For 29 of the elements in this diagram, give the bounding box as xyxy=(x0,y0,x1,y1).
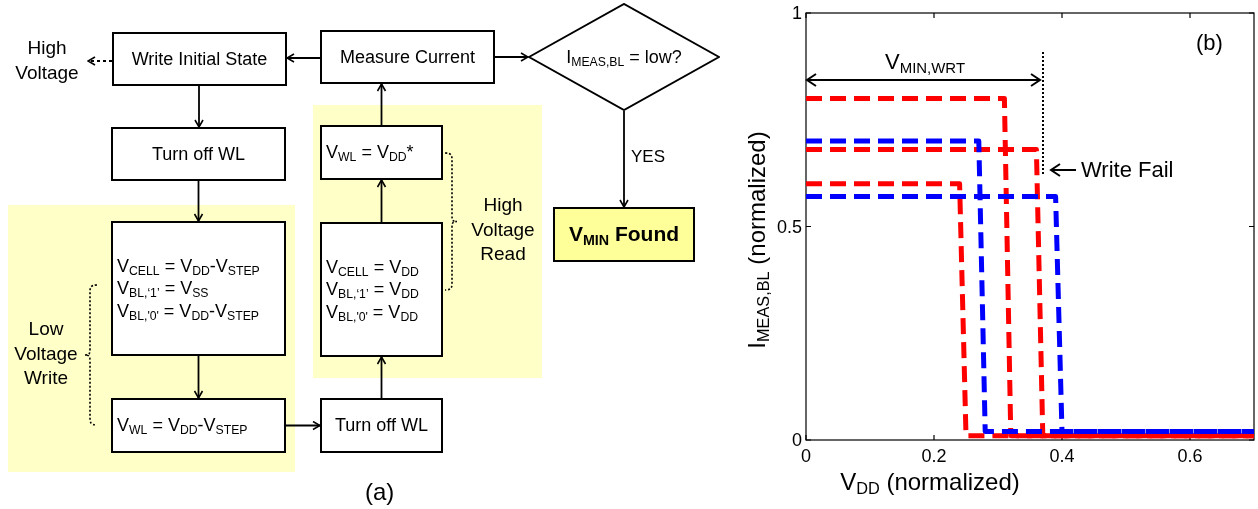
equation-text: V$_{CELL}$ = V$_{DD}$ xyxy=(326,255,419,279)
band-label: High Voltage Read xyxy=(470,193,536,267)
tick-label: 0.2 xyxy=(921,446,947,467)
equation-text: V$_{BL,'0'}$ = V$_{DD}$ xyxy=(326,300,419,324)
equation-text: V$_{BL,‘1’}$ = V$_{SS}$ xyxy=(117,277,209,300)
box-text: Write Initial State xyxy=(131,47,268,71)
equation-text: V$_{BL,'0'}$ = V$_{DD}$-V$_{STEP}$ xyxy=(117,299,260,323)
text-label: High Voltage xyxy=(14,36,80,85)
panel-label: (b) xyxy=(1196,30,1223,56)
decision-text: I$_{MEAS,BL}$ = low? xyxy=(566,46,682,68)
equation-text: V$_{BL,‘1’}$ = V$_{DD}$ xyxy=(326,278,419,301)
equation-text: V$_{CELL}$ = V$_{DD}$-V$_{STEP}$ xyxy=(117,254,260,278)
tick-label: 0.5 xyxy=(776,216,802,237)
band-label: Low Voltage Write xyxy=(13,317,79,391)
box-text: Turn off WL xyxy=(334,414,428,437)
tick-label: 0.4 xyxy=(1049,446,1075,467)
equation-text: V$_{WL}$ = V$_{DD}$* xyxy=(326,141,414,164)
annotation-text: Write Fail xyxy=(1081,157,1174,183)
tick-label: 0 xyxy=(801,446,811,467)
tick-label: 0.6 xyxy=(1177,446,1203,467)
box-text: Turn off WL xyxy=(151,142,245,166)
axis-title: V$_{DD}$ (normalized) xyxy=(840,468,1020,496)
box-text: V$_{MIN}$ Found xyxy=(568,221,680,248)
tick-label: 0 xyxy=(792,429,802,450)
box-text: Measure Current xyxy=(339,45,476,69)
tick-label: 1 xyxy=(792,2,802,24)
panel-label: (a) xyxy=(365,478,395,506)
equation-text: V$_{WL}$ = V$_{DD}$-V$_{STEP}$ xyxy=(117,414,248,437)
annotation-text: V$_{MIN,WRT}$ xyxy=(885,49,965,75)
